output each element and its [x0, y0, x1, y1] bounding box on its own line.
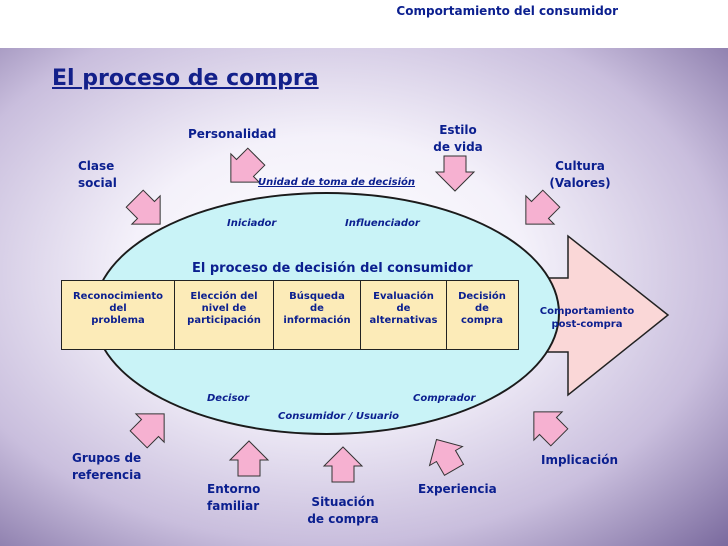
stage-eleccion: Elección del nivel de participación [175, 281, 274, 349]
arrow-implicacion [533, 411, 569, 447]
label-experiencia: Experiencia [418, 482, 497, 496]
main-title: El proceso de compra [52, 66, 319, 91]
label-entorno-familiar: Entorno familiar [207, 482, 261, 513]
stage-evaluacion: Evaluación de alternativas [361, 281, 447, 349]
role-decisor: Decisor [207, 393, 250, 404]
arrow-personalidad [230, 147, 266, 183]
arrow-cultura [525, 189, 561, 225]
label-grupos-de-referencia: Grupos de referencia [72, 451, 142, 482]
role-influenciador: Influenciador [345, 218, 420, 229]
role-comprador: Comprador [413, 393, 476, 404]
stage-busqueda: Búsqueda de información [274, 281, 361, 349]
label-situacion-de-compra: Situación de compra [307, 495, 379, 526]
label-cultura: Cultura (Valores) [549, 159, 611, 190]
arrow-entorno [228, 440, 270, 477]
arrow-clase [125, 189, 161, 225]
arrow-grupos [129, 413, 165, 449]
label-implicacion: Implicación [541, 453, 619, 467]
label-estilo-de-vida: Estilo de vida [433, 123, 483, 154]
process-stages: Reconocimiento del problema Elección del… [61, 280, 519, 350]
process-title: El proceso de decisión del consumidor [192, 261, 473, 276]
arrow-situacion [322, 446, 364, 483]
arrow-experiencia [428, 438, 465, 477]
stage-post-compra: Comportamiento post-compra [539, 306, 635, 330]
stage-decision: Decisión de compra [458, 291, 506, 326]
header-bar: Comportamiento del consumidor [0, 0, 728, 48]
decision-unit-title: Unidad de toma de decisión [258, 177, 416, 188]
arrow-estilo [434, 155, 476, 192]
label-clase-social: Clase social [78, 159, 117, 190]
header-title: Comportamiento del consumidor [396, 4, 618, 18]
role-iniciador: Iniciador [227, 218, 277, 229]
role-consumidor-usuario: Consumidor / Usuario [278, 411, 399, 422]
stage-reconocimiento: Reconocimiento del problema [62, 281, 175, 349]
label-personalidad: Personalidad [188, 127, 277, 141]
